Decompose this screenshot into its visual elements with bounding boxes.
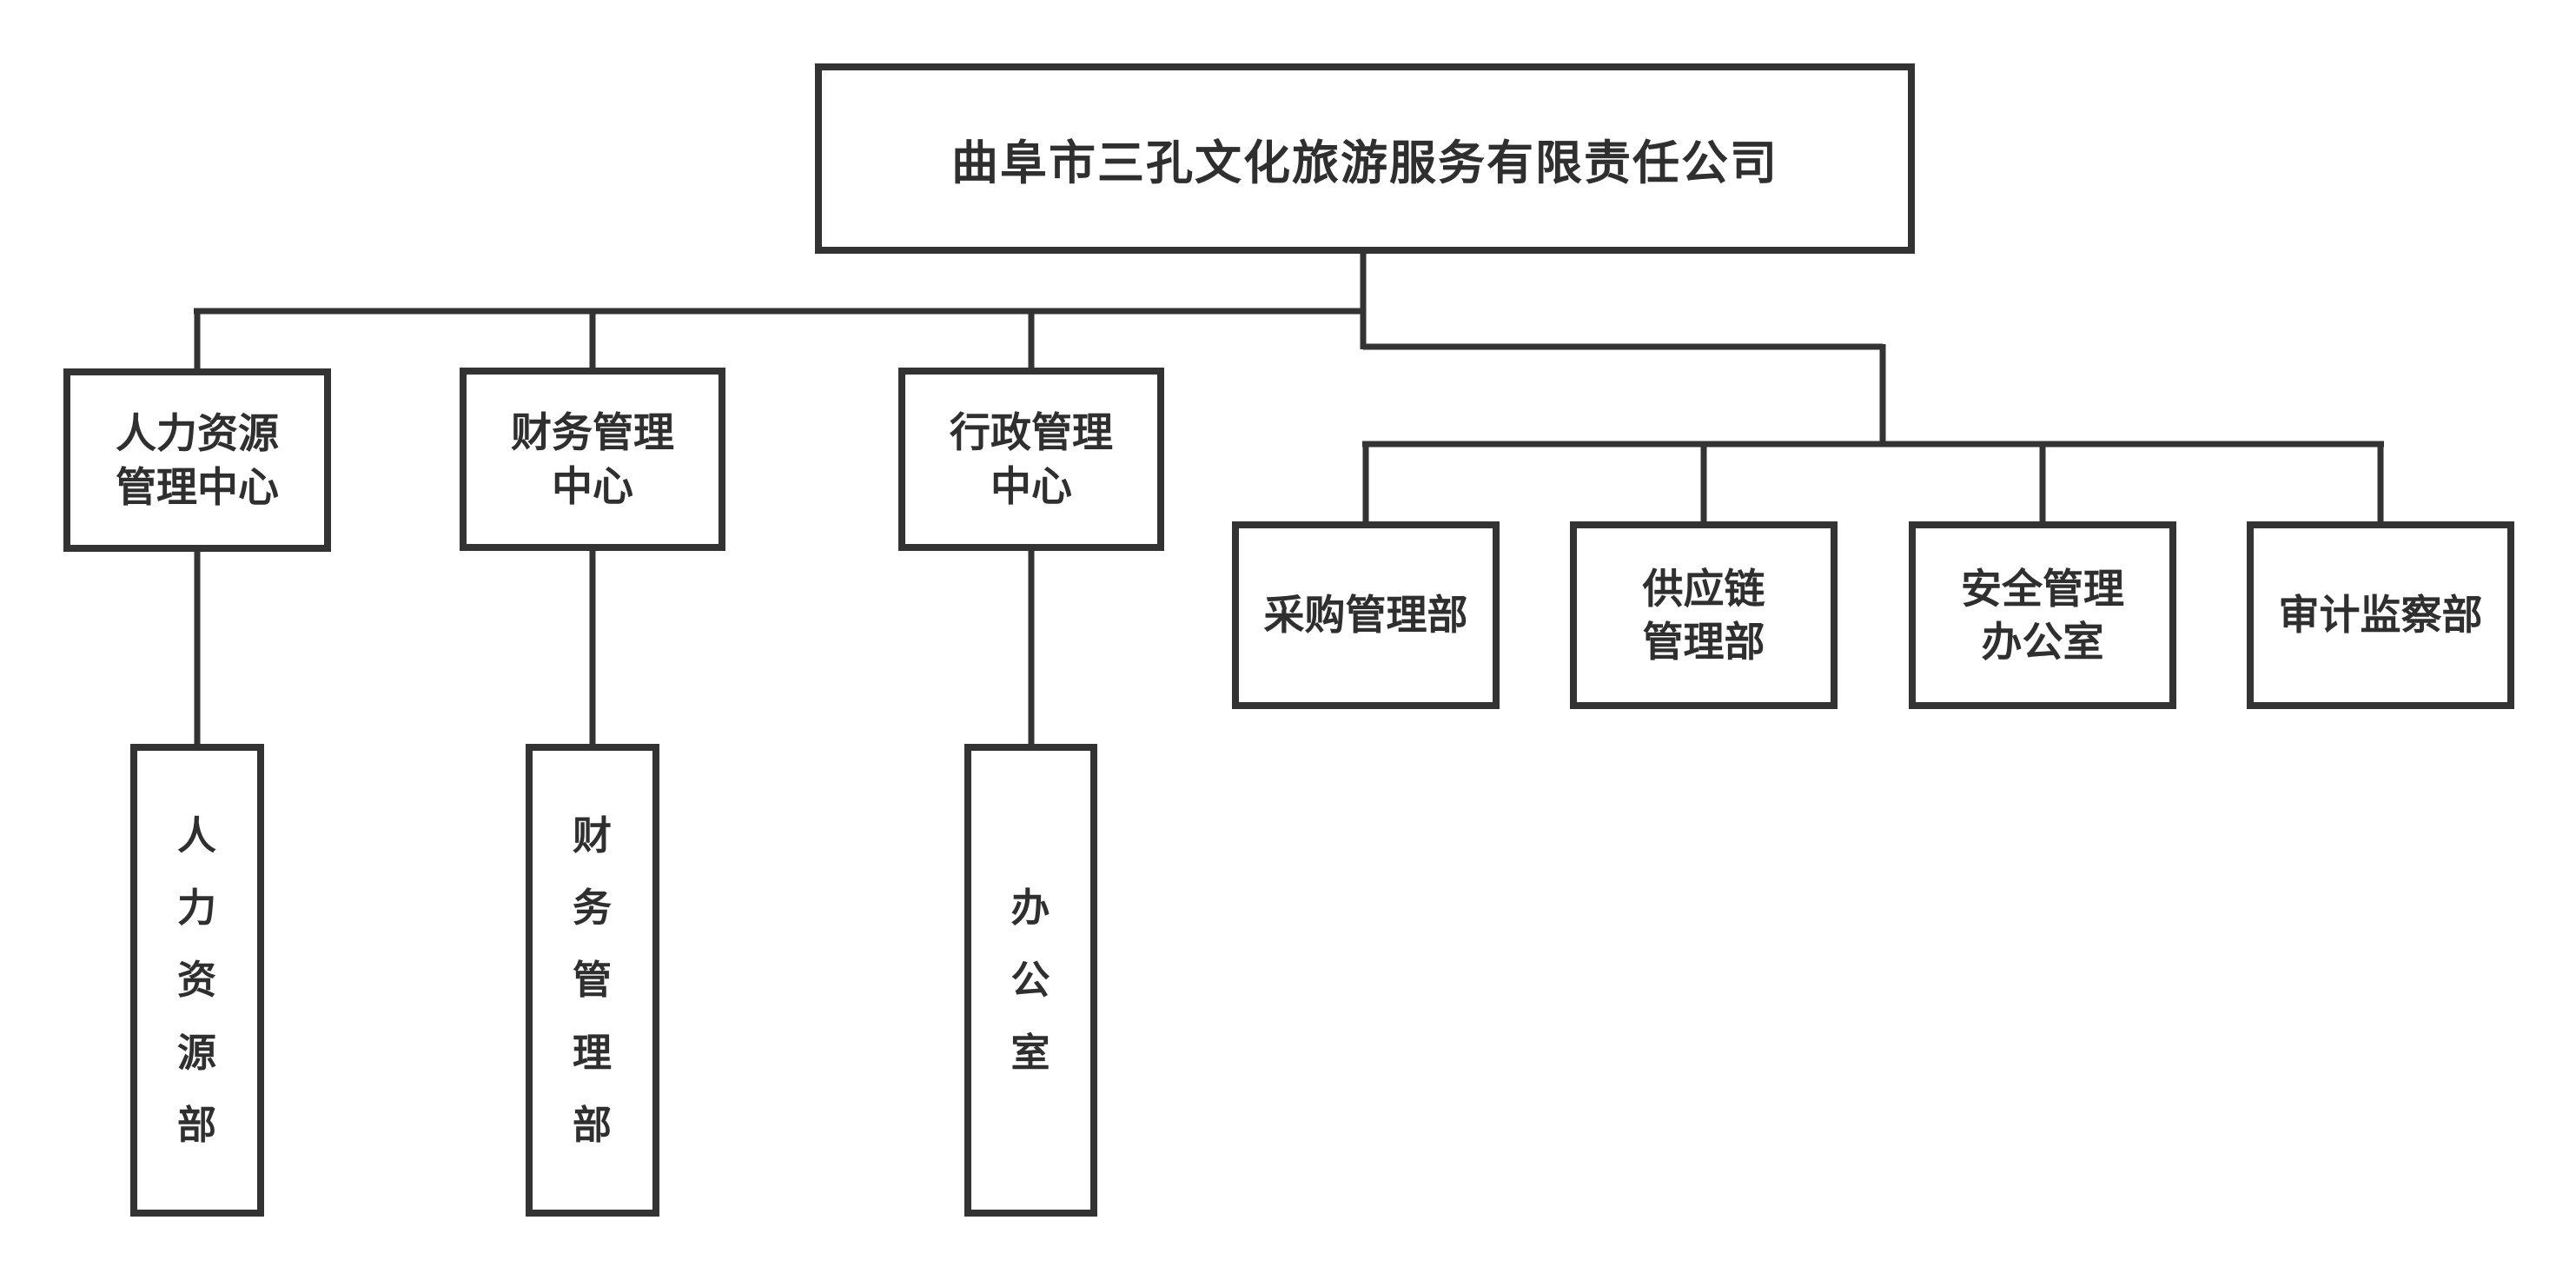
- org-node-finance-center-label: 财务管理 中心: [511, 409, 674, 509]
- org-node-supply-chain-dept-label: 供应链 管理部: [1642, 565, 1765, 665]
- org-node-safety-office: 安全管理 办公室: [1909, 521, 2176, 709]
- org-node-office: 办 公 室: [964, 744, 1097, 1217]
- org-node-finance-dept: 财 务 管 理 部: [526, 744, 659, 1217]
- org-node-admin-center-label: 行政管理 中心: [950, 409, 1113, 509]
- org-node-office-label: 办 公 室: [1010, 885, 1051, 1075]
- org-node-audit-dept: 审计监察部: [2247, 521, 2514, 709]
- org-node-audit-dept-label: 审计监察部: [2278, 592, 2483, 639]
- org-node-admin-center: 行政管理 中心: [898, 368, 1164, 551]
- org-node-root: 曲阜市三孔文化旅游服务有限责任公司: [815, 63, 1915, 254]
- org-node-hr-center-label: 人力资源 管理中心: [116, 410, 279, 510]
- org-node-supply-chain-dept: 供应链 管理部: [1570, 521, 1838, 709]
- org-node-hr-dept-label: 人 力 资 源 部: [176, 812, 217, 1147]
- org-node-finance-dept-label: 财 务 管 理 部: [572, 812, 613, 1147]
- org-node-procurement-dept-label: 采购管理部: [1263, 592, 1468, 639]
- org-node-root-label: 曲阜市三孔文化旅游服务有限责任公司: [951, 137, 1778, 189]
- org-node-hr-center: 人力资源 管理中心: [63, 368, 331, 552]
- org-node-finance-center: 财务管理 中心: [460, 368, 725, 551]
- org-node-safety-office-label: 安全管理 办公室: [1961, 565, 2124, 665]
- org-node-hr-dept: 人 力 资 源 部: [130, 744, 264, 1217]
- org-node-procurement-dept: 采购管理部: [1232, 521, 1500, 709]
